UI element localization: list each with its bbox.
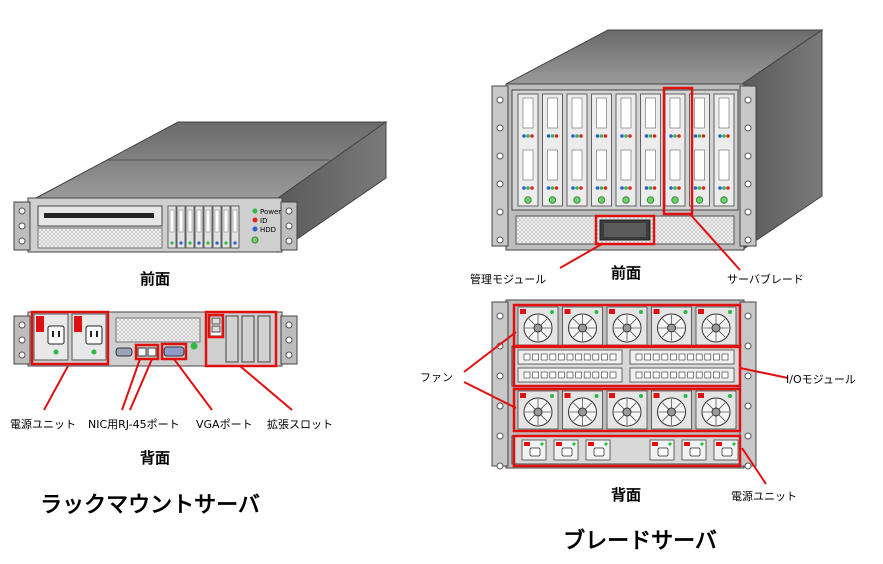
nic-highlight (134, 343, 160, 361)
hdd-led-icon (252, 226, 258, 232)
fan-row-top (517, 306, 737, 346)
blade-server-title: ブレードサーバ (563, 528, 717, 554)
power-inlet-icon (721, 447, 733, 457)
expansion-slot-1 (225, 315, 239, 363)
serial-port (115, 347, 133, 357)
fan-bottom-highlight (512, 387, 742, 433)
power-inlet-icon (561, 447, 573, 457)
blade-rear-caption: 背面 (611, 486, 641, 504)
rack-psu-label: 電源ユニット (10, 417, 76, 431)
blade-server-front (491, 29, 824, 271)
led-label-power: Power (260, 208, 281, 216)
drive-bays (167, 205, 240, 249)
power-led-icon (252, 208, 258, 214)
rack-nic-label: NIC用RJ-45ポート (88, 418, 180, 431)
power-inlet-icon (657, 447, 669, 457)
rack-front-caption: 前面 (140, 270, 170, 288)
fan-row-bottom (517, 390, 737, 430)
rack-server-title: ラックマウントサーバ (40, 493, 260, 518)
nic-port-2 (147, 347, 157, 357)
psu-highlight (30, 310, 110, 366)
blade-psu-highlight (512, 434, 742, 468)
rack-expansion-label: 拡張スロット (267, 417, 333, 431)
power-button-icon (251, 236, 259, 244)
vga-port (163, 346, 185, 357)
power-inlet-icon (689, 447, 701, 457)
expansion-slot-2 (241, 315, 255, 363)
blade-front-caption: 前面 (611, 264, 641, 282)
mgmt-highlight (594, 214, 656, 246)
blade-fan-label: ファン (420, 371, 453, 384)
io-modules (517, 349, 735, 383)
blade-psus (521, 439, 739, 461)
blade-blade-label: サーバブレード (727, 272, 804, 286)
server-blades (517, 93, 735, 207)
power-inlet-icon (529, 447, 541, 457)
io-highlight (512, 344, 742, 388)
blade-io-label: I/Oモジュール (786, 373, 856, 386)
blade-server-rear (463, 299, 789, 485)
nic-port-1 (137, 347, 147, 357)
id-led-icon (252, 217, 258, 223)
led-label-hdd: HDD (260, 226, 276, 234)
blade-mgmt-label: 管理モジュール (470, 272, 546, 286)
power-inlet-icon (593, 447, 605, 457)
front-vent (37, 227, 163, 249)
expansion-slot-3 (257, 315, 271, 363)
rack-rear-caption: 背面 (140, 449, 170, 467)
blade-psu-label: 電源ユニット (731, 489, 797, 503)
blade-highlight (662, 86, 694, 216)
rack-vga-label: VGAポート (196, 418, 253, 431)
rack-server-front: Power ID HDD (13, 121, 388, 253)
led-label-id: ID (260, 217, 267, 225)
rack-server-rear (13, 310, 298, 411)
